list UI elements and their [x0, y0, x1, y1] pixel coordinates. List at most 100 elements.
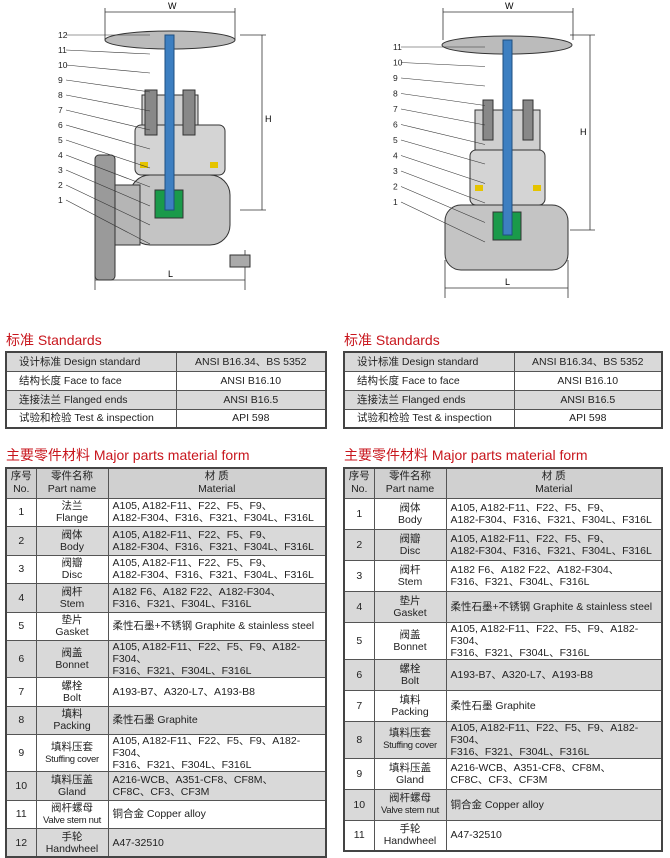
part-name-en: Stuffing cover [45, 753, 99, 765]
material-line-1: A182 F6、A182 F22、A182-F304、 [450, 563, 620, 576]
dim-l: L [505, 277, 510, 287]
leader-line [65, 139, 151, 169]
leader-line [65, 154, 151, 188]
material-line-1: 柔性石墨 Graphite [112, 714, 198, 727]
standard-name: 结构长度 Face to face [343, 370, 515, 391]
material-line-1: A105, A182-F11、F22、F5、F9、 [450, 532, 611, 545]
standard-name: 试验和检验 Test & inspection [343, 408, 515, 429]
part-callout: 6 [393, 120, 398, 130]
material-line-2: A182-F304、F316、F321、F304L、F316L [112, 569, 314, 582]
part-callout: 9 [58, 75, 63, 85]
part-number: 7 [5, 677, 37, 707]
part-name-cn: 阀杆 [61, 585, 83, 598]
material-line-2: F316、F321、F304L、F316L [112, 665, 252, 677]
part-number: 2 [5, 526, 37, 556]
leader-line [65, 64, 151, 74]
part-callout: 8 [58, 90, 63, 100]
leader-line [65, 184, 151, 226]
material-line-1: 柔性石墨 Graphite [450, 699, 536, 712]
material-line-2: A182-F304、F316、F321、F304L、F316L [450, 544, 652, 557]
standard-value: ANSI B16.10 [175, 370, 327, 391]
part-name-cn: 手轮 [399, 823, 421, 836]
part-callout: 7 [393, 104, 398, 114]
header-material-cn: 材 质 [204, 470, 229, 483]
part-name-en: Disc [61, 569, 83, 582]
part-name-en: Stuffing cover [383, 740, 437, 751]
part-name-cn: 阀盖 [61, 647, 83, 659]
material-line-1: A193-B7、A320-L7、A193-B8 [450, 668, 593, 681]
part-number: 5 [343, 621, 375, 660]
part-callout: 3 [393, 166, 398, 176]
part-number: 8 [5, 705, 37, 735]
part-name-cn: 阀瓣 [61, 557, 83, 570]
leader-line [400, 139, 486, 165]
part-number: 9 [5, 734, 37, 772]
part-name-en: Valve stem nut [381, 805, 439, 816]
dim-h: H [580, 127, 587, 137]
part-callout: 1 [58, 195, 63, 205]
header-material-en: Material [535, 483, 573, 496]
part-number: 1 [343, 497, 375, 530]
part-number: 3 [343, 559, 375, 592]
material-line-1: A47-32510 [450, 829, 502, 842]
leader-line [400, 201, 486, 243]
standard-value: API 598 [175, 408, 327, 429]
part-callout: 4 [58, 150, 63, 160]
part-name-en: Bonnet [393, 640, 427, 653]
material-line-2: A182-F304、F316、F321、F304L、F316L [112, 512, 314, 525]
part-number: 11 [5, 799, 37, 829]
part-number: 8 [343, 720, 375, 759]
part-name-en: Gasket [393, 606, 427, 619]
part-callout: 2 [393, 182, 398, 192]
leader-line [400, 186, 486, 223]
part-name-en: Packing [53, 720, 91, 733]
part-number: 4 [5, 583, 37, 613]
standard-name: 连接法兰 Flanged ends [5, 389, 177, 410]
part-name-en: Gland [57, 785, 87, 798]
leader-line [400, 124, 486, 145]
header-no-en: No. [13, 483, 30, 496]
header-no-cn: 序号 [10, 470, 32, 483]
part-number: 12 [5, 828, 37, 858]
part-name-en: Stem [397, 575, 423, 588]
part-name-cn: 填料压盖 [51, 773, 93, 786]
leader-line [400, 108, 486, 126]
material-line-1: A105, A182-F11、F22、F5、F9、A182-F304、 [450, 721, 639, 746]
leader-line [400, 62, 486, 67]
part-name-en: Stem [59, 597, 85, 610]
part-name-en: Bonnet [55, 659, 89, 671]
part-callout: 11 [58, 45, 67, 55]
part-name-en: Body [60, 540, 84, 553]
dim-w: W [168, 1, 177, 11]
part-callout: 1 [393, 197, 398, 207]
part-callout: 9 [393, 73, 398, 83]
part-number: 1 [5, 497, 37, 527]
part-name-cn: 阀杆螺母 [389, 792, 431, 804]
material-line-1: A193-B7、A320-L7、A193-B8 [112, 685, 255, 698]
leader-line [400, 93, 486, 106]
standard-name: 连接法兰 Flanged ends [343, 389, 515, 410]
leader-line [400, 155, 486, 184]
parts-title: 主要零件材料 Major parts material form [6, 447, 250, 463]
